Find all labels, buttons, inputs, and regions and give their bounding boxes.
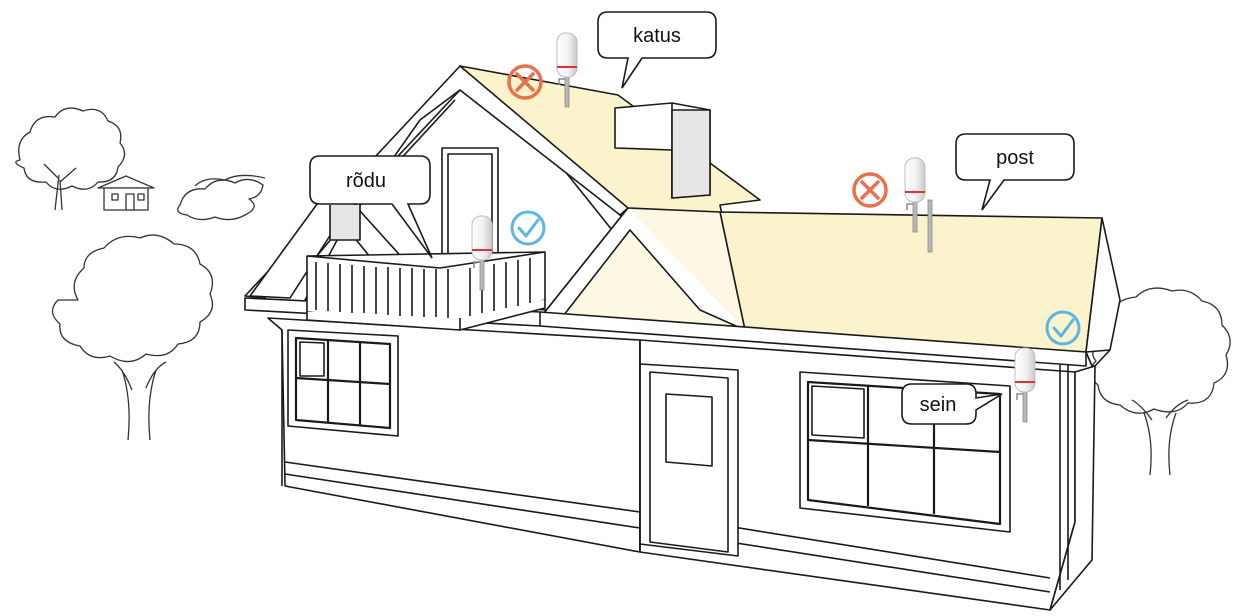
callout-label-rodu: rõdu [346,170,386,192]
x-circle-icon [854,174,886,206]
callout-label-katus: katus [633,25,681,47]
callout-label-post: post [996,147,1034,169]
front-door [640,364,738,556]
callout-katus: katus [598,12,716,88]
left-window [288,330,398,436]
callout-post: post [956,134,1074,210]
callout-label-sein: sein [920,394,957,416]
tree-left [52,235,212,440]
